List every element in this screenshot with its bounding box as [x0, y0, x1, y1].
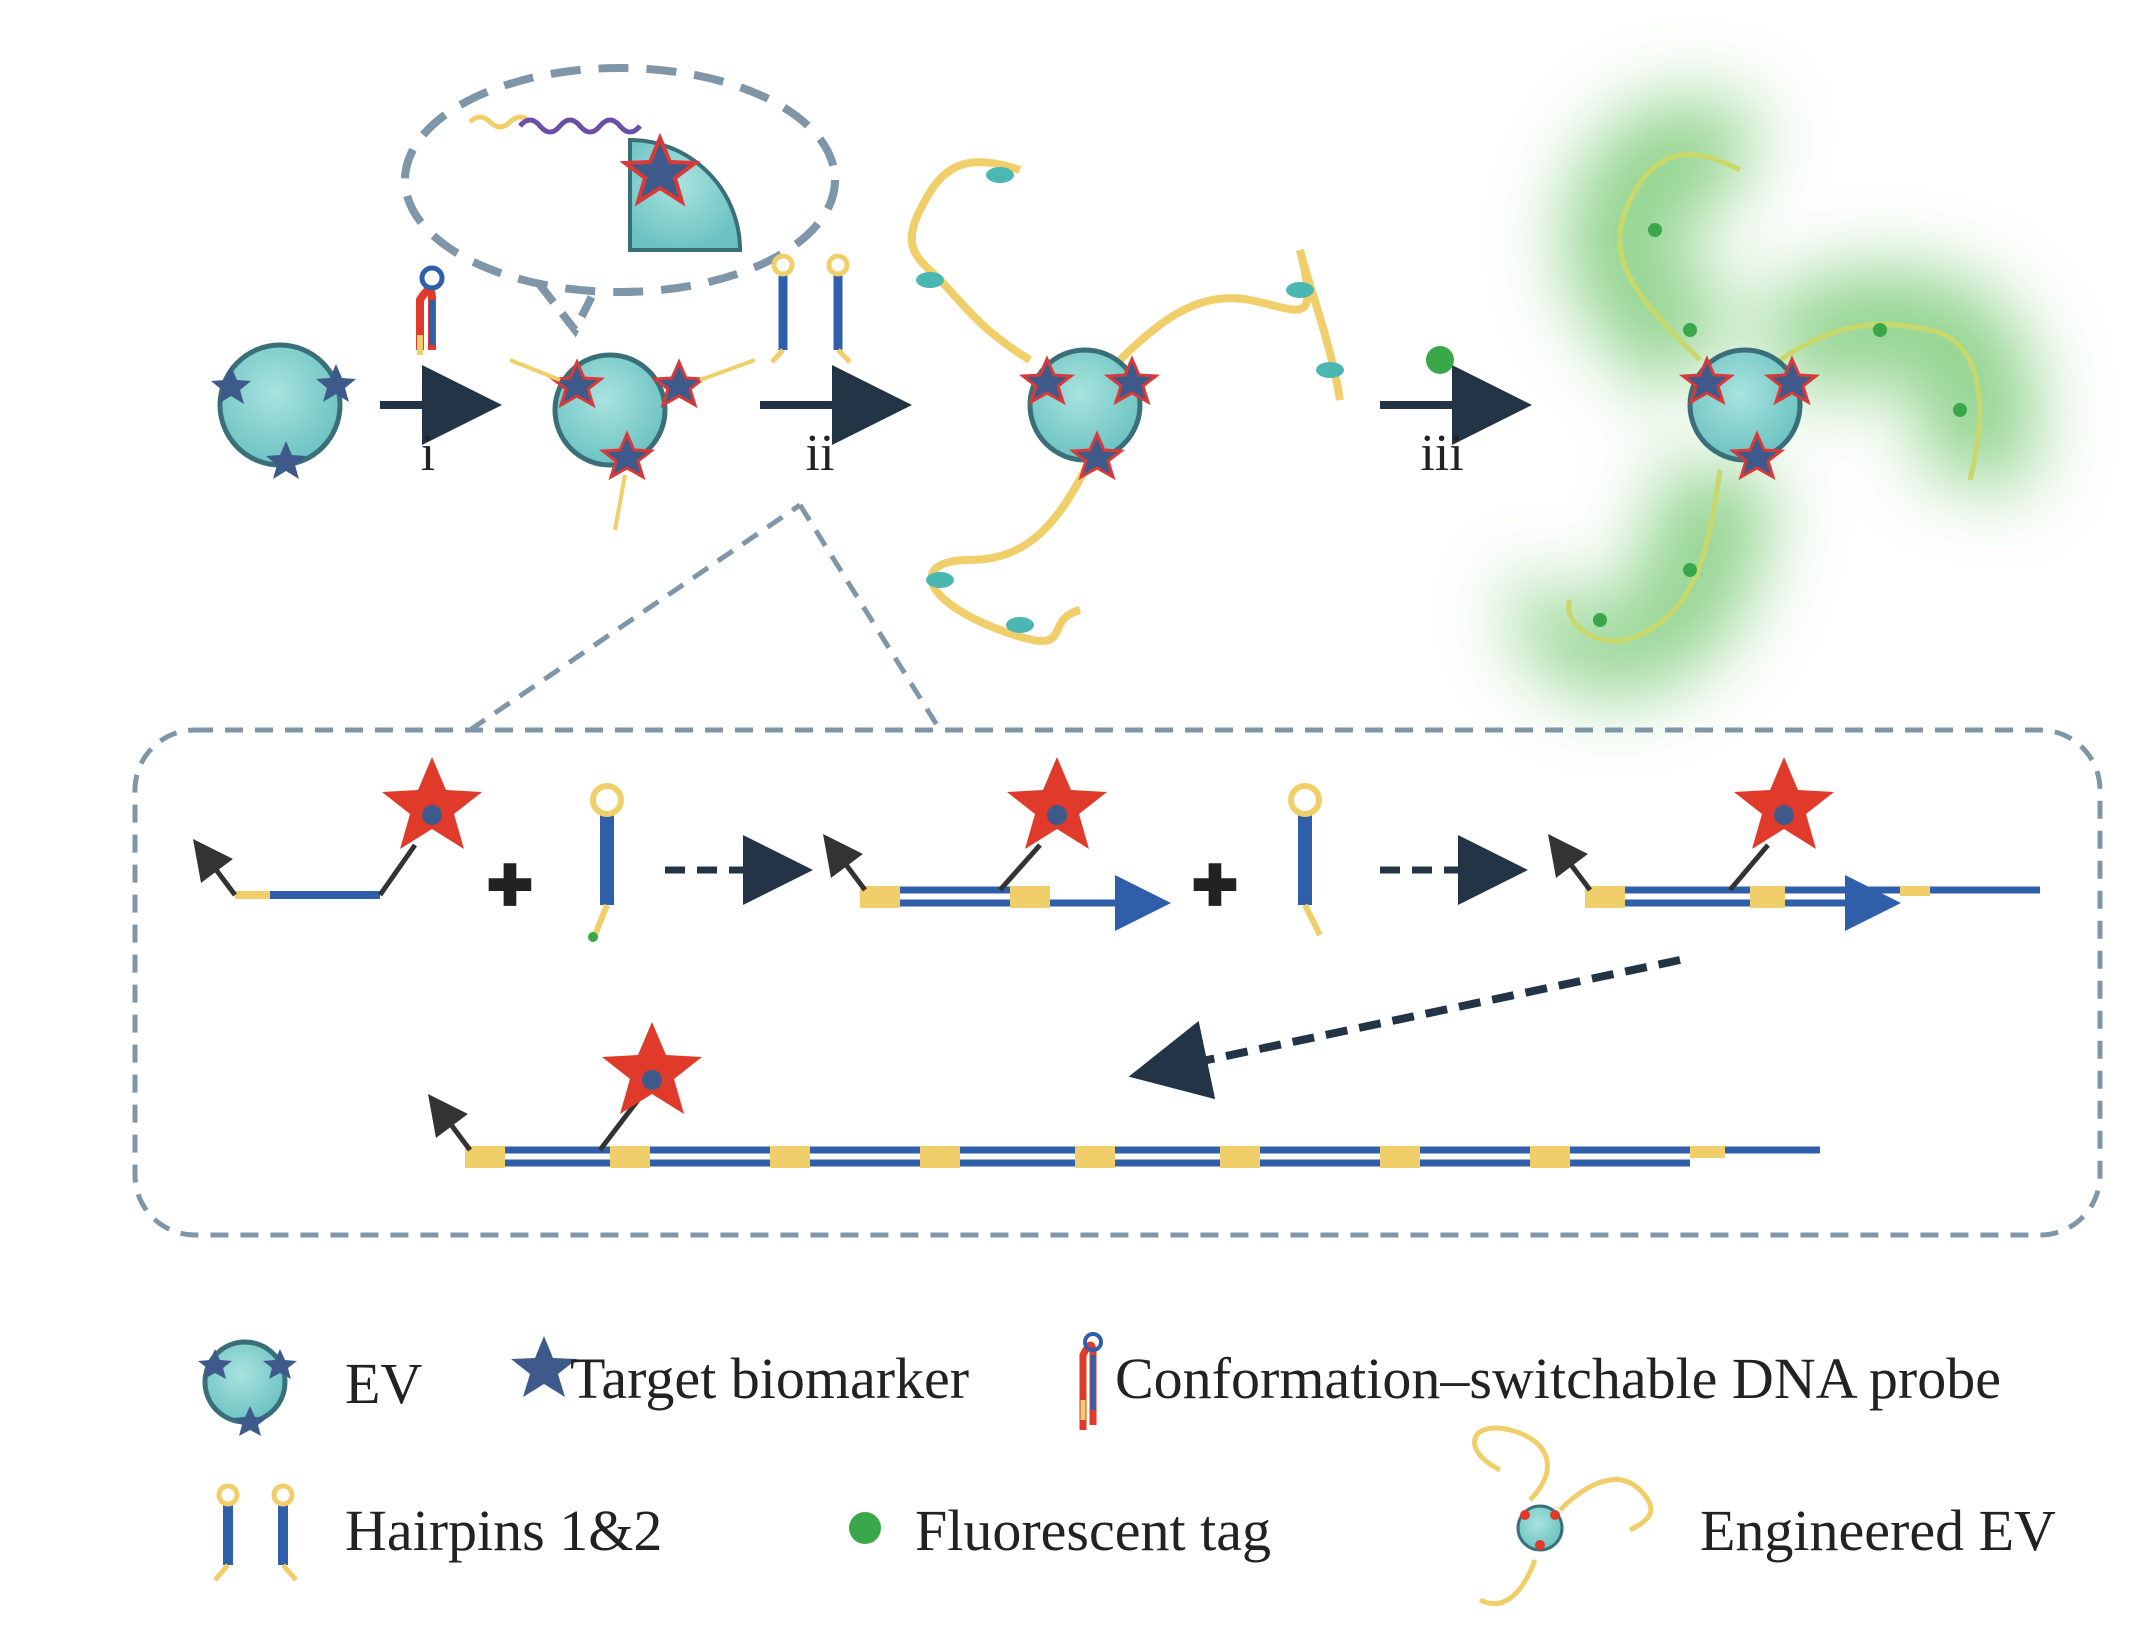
legend-biomarker-icon: [511, 1336, 577, 1397]
detail-hairpin-1: [588, 783, 624, 942]
legend-probe-label: Conformation–switchable DNA probe: [1115, 1346, 2001, 1411]
plus-sign-2: ✚: [1192, 856, 1239, 918]
arrow-step-iii: [1380, 346, 1532, 445]
legend-ev-label: EV: [345, 1351, 423, 1416]
legend-tag-icon: [849, 1512, 881, 1544]
detail-complex-2: [1548, 757, 2040, 931]
legend-engineered-ev-icon: [1472, 1425, 1654, 1607]
legend-ev-icon: [198, 1339, 297, 1436]
arrow-step-i: [380, 265, 502, 445]
legend-hairpins-icon: [213, 1483, 298, 1582]
detail-probe-bound: [193, 757, 482, 899]
detail-box: [132, 502, 2103, 1238]
arrow-detail-3: [1128, 956, 1681, 1100]
legend-engineered-label: Engineered EV: [1700, 1498, 2056, 1563]
detail-complex-1: [823, 757, 1171, 931]
legend-probe-icon: [1079, 1332, 1103, 1430]
legend-hairpins-label: Hairpins 1&2: [345, 1498, 663, 1563]
step-label-i: i: [421, 425, 435, 482]
step-label-ii: ii: [806, 425, 835, 482]
ev-probe-bound: [509, 352, 756, 531]
legend-biomarker-label: Target biomarker: [570, 1346, 970, 1411]
detail-polymer: [428, 1022, 1820, 1168]
ev-engineered-glow: [1513, 99, 2035, 696]
step-label-iii: iii: [1420, 425, 1463, 482]
ev-amplified: [907, 158, 1344, 645]
plus-sign-1: ✚: [487, 856, 534, 918]
zoom-bubble: [401, 64, 839, 338]
detail-hairpin-2: [1288, 783, 1323, 937]
ev-initial: [211, 342, 356, 479]
arrow-step-ii: [760, 253, 912, 445]
legend-tag-label: Fluorescent tag: [915, 1498, 1271, 1563]
